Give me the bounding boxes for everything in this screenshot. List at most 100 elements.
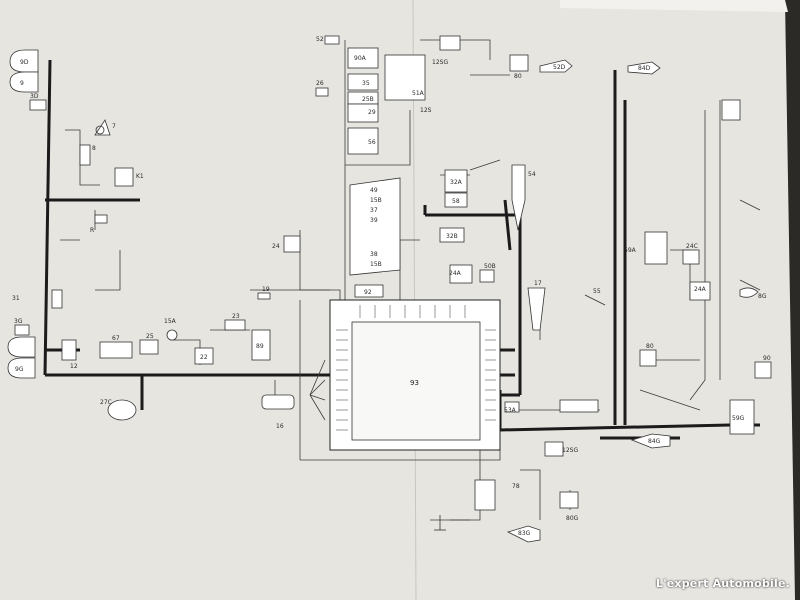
component-17: 17 <box>527 280 546 331</box>
label-12: 12 <box>70 363 78 370</box>
label-12SG-bottom: 12SG <box>562 447 578 454</box>
label-93: 93 <box>410 379 419 387</box>
label-9D: 9D <box>20 59 29 66</box>
component-84D: 84D <box>627 61 661 75</box>
label-3D: 3D <box>30 93 39 100</box>
component-3G: 3G <box>14 318 30 336</box>
component-22: 22 <box>194 347 214 365</box>
label-25B: 25B <box>362 96 374 103</box>
label-52: 52 <box>316 36 324 43</box>
label-8: 8 <box>92 145 96 152</box>
label-K1: K1 <box>136 173 144 180</box>
watermark-text: L'expert Automobile. <box>655 577 790 590</box>
component-32A: 32A <box>444 169 468 193</box>
label-23: 23 <box>232 313 240 320</box>
label-24C: 24C <box>686 243 698 250</box>
label-9G: 9G <box>15 366 24 373</box>
label-50B: 50B <box>484 263 496 270</box>
component-89: 89 <box>251 329 271 361</box>
label-24A: 24A <box>449 270 462 277</box>
component-26: 26 <box>315 80 329 97</box>
label-15A: 15A <box>164 318 177 325</box>
label-56: 56 <box>368 139 376 146</box>
component-80: 80 <box>509 54 529 80</box>
label-12SG-top: 12SG <box>432 59 448 66</box>
label-92: 92 <box>364 289 372 296</box>
component-78: 78 <box>474 479 520 511</box>
relay-top-right <box>721 99 741 121</box>
label-31: 31 <box>12 295 20 302</box>
component-52D: 52D <box>539 59 573 73</box>
label-32B: 32B <box>446 233 458 240</box>
component-59A: 59A <box>624 231 668 265</box>
component-9D: 9D <box>9 49 39 73</box>
label-39: 15B <box>370 197 382 204</box>
component-83G: 83G <box>506 525 541 543</box>
component-15A: 15A <box>164 318 178 341</box>
component-12SG-top: 12SG <box>432 35 461 66</box>
component-8G: 8G <box>739 287 767 300</box>
component-25: 25 <box>139 333 159 355</box>
component-27C: 27C <box>100 399 137 421</box>
component-31: 31 <box>12 289 63 309</box>
component-92-lower <box>559 399 599 413</box>
label-51A: 51A <box>412 90 425 97</box>
component-90: 90 <box>754 355 772 379</box>
label-78: 78 <box>512 483 520 490</box>
component-59G: 59G <box>729 399 755 435</box>
component-52: 52 <box>316 35 340 45</box>
label-53A: 53A <box>504 407 517 414</box>
label-25: 25 <box>146 333 154 340</box>
label-83G: 83G <box>518 530 531 537</box>
component-24: 24 <box>272 235 301 253</box>
label-27C: 27C <box>100 399 112 406</box>
label-55: 55 <box>593 288 601 295</box>
label-67: 67 <box>112 335 120 342</box>
label-35: 35 <box>362 80 370 87</box>
component-3D: 3D <box>29 93 47 111</box>
label-89: 89 <box>256 343 264 350</box>
label-22: 22 <box>200 354 208 361</box>
label-17: 17 <box>534 280 542 287</box>
component-7: 7 <box>94 119 116 136</box>
label-R: R <box>90 227 94 234</box>
label-80-right: 80 <box>646 343 654 350</box>
component-12: 12 <box>61 339 78 370</box>
component-58: 58 <box>444 192 468 208</box>
component-80-right: 80 <box>639 343 657 367</box>
label-84D: 84D <box>638 65 651 72</box>
component-23: 23 <box>224 313 246 331</box>
component-50B: 50B <box>479 263 496 283</box>
component-32B: 32B <box>439 227 465 243</box>
connector-block-center: 49 15B 37 39 38 15B <box>349 177 401 276</box>
label-7: 7 <box>112 123 116 130</box>
component-80G: 80G <box>559 491 579 522</box>
component-K1: K1 <box>114 167 144 187</box>
component-12SG-bottom: 12SG <box>544 441 578 457</box>
label-90: 90 <box>763 355 771 362</box>
label-12S: 12S <box>420 107 432 114</box>
label-84G: 84G <box>648 438 661 445</box>
component-24A-right: 24A <box>689 281 711 301</box>
component-8: 8 <box>79 144 96 166</box>
component-84G: 84G <box>630 433 671 449</box>
component-53A: 53A <box>504 401 520 414</box>
label-24A-right: 24A <box>694 286 707 293</box>
label-43: 37 <box>370 207 378 214</box>
label-52D: 52D <box>553 64 566 71</box>
label-32A: 32A <box>450 179 463 186</box>
label-59A: 59A <box>624 247 637 254</box>
component-9: 9 <box>9 71 39 93</box>
label-80: 80 <box>514 73 522 80</box>
paper-top-fold <box>560 0 788 12</box>
component-54: 54 <box>511 164 536 231</box>
component-19: 19 <box>257 286 271 300</box>
label-8G: 8G <box>758 293 767 300</box>
label-90A: 90A <box>354 55 367 62</box>
component-R: R <box>90 214 108 234</box>
label-26: 26 <box>316 80 324 87</box>
label-80G: 80G <box>566 515 579 522</box>
label-54: 54 <box>528 171 536 178</box>
